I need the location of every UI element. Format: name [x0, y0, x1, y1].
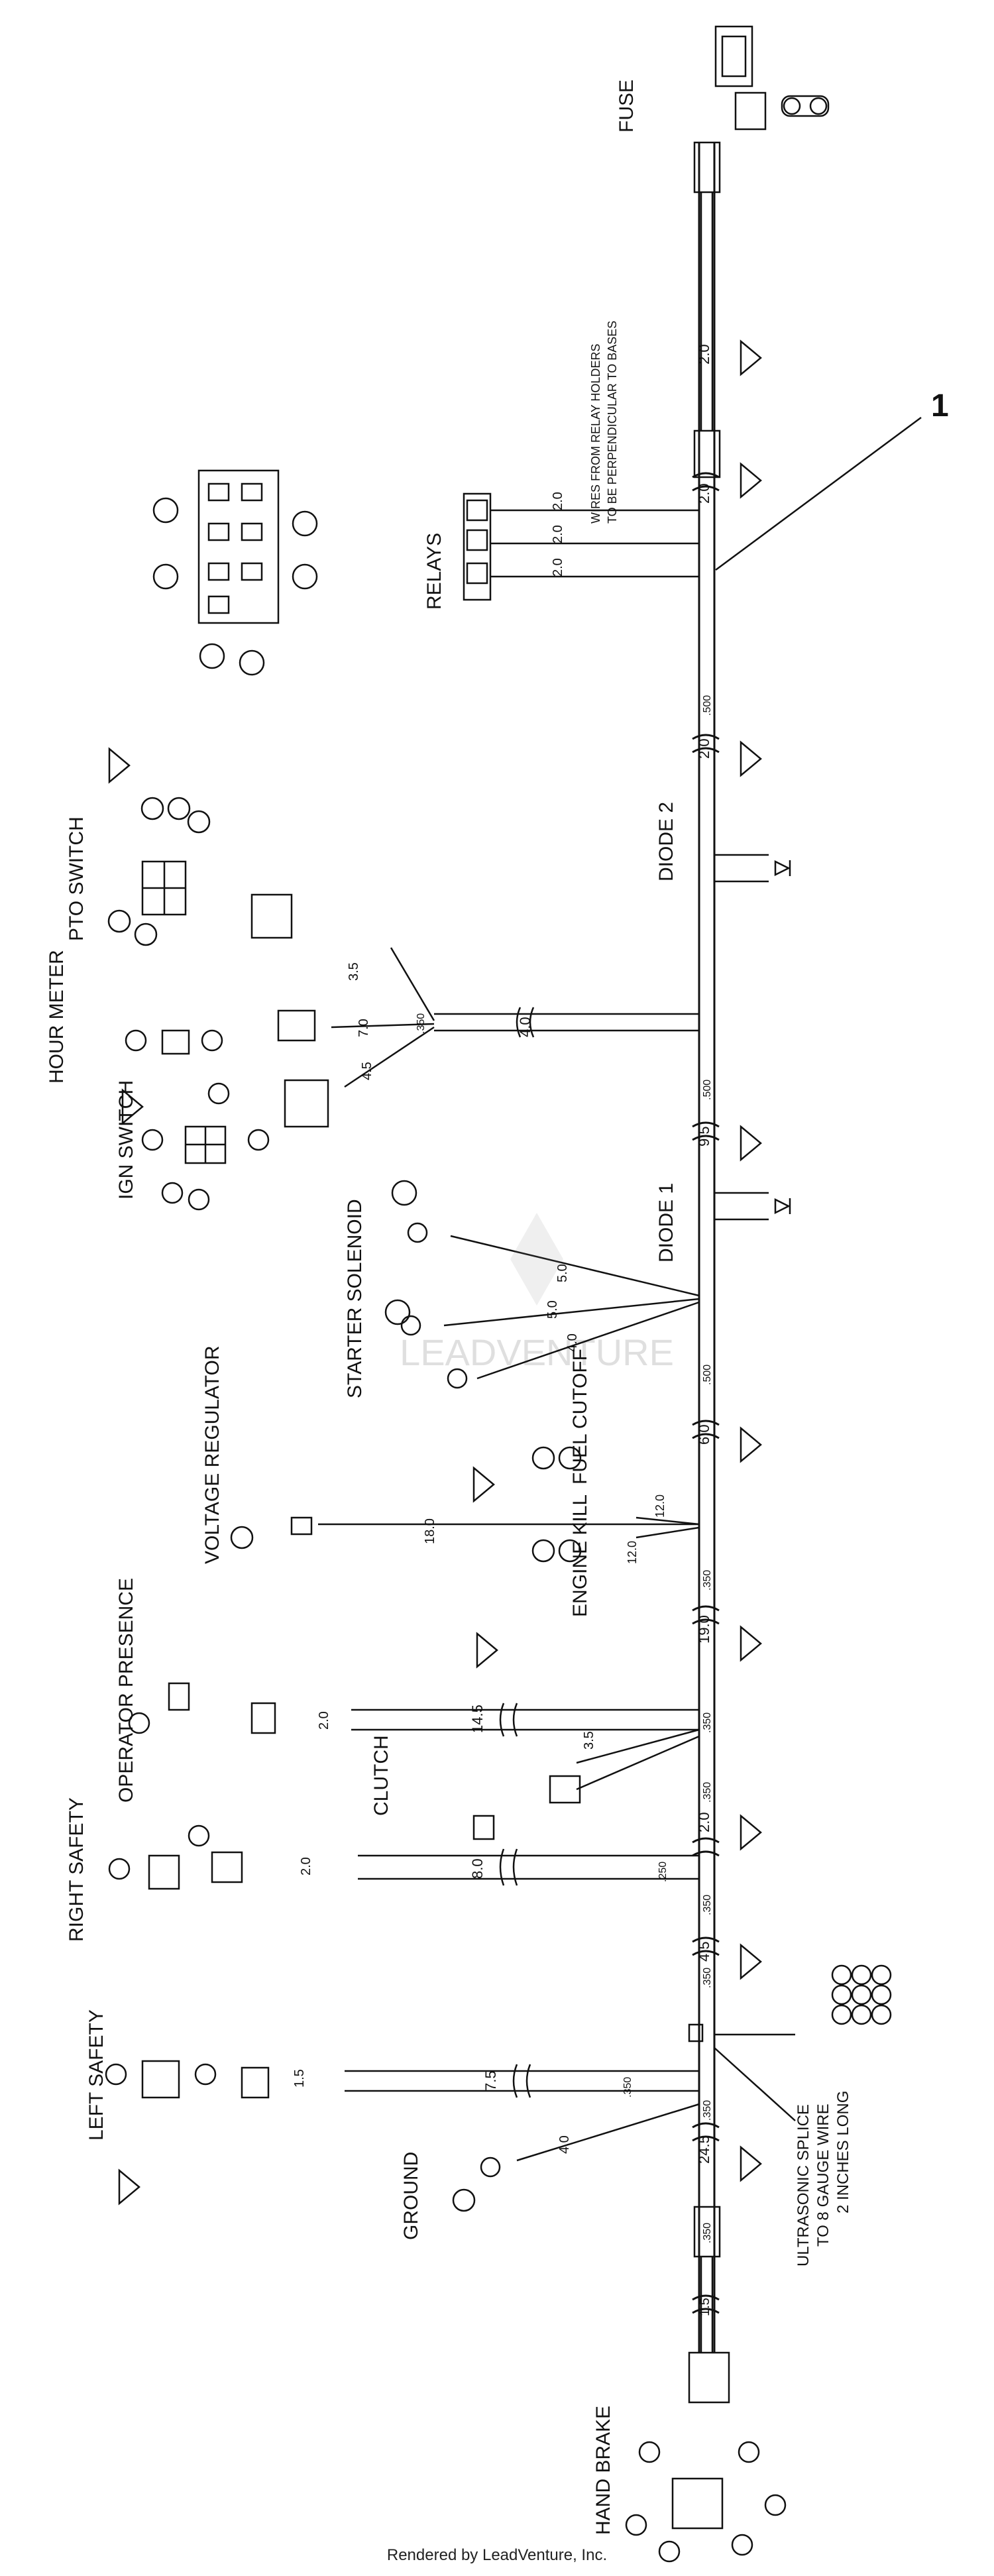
clutch-label: CLUTCH	[370, 1735, 392, 1816]
starter-solenoid-wires	[384, 1180, 700, 1389]
ground-label: GROUND	[400, 2152, 422, 2240]
starter-solenoid-label: STARTER SOLENOID	[344, 1199, 366, 1398]
ground-length: 4.0	[557, 2135, 572, 2154]
callout-leader	[715, 416, 922, 571]
relay-wire-note-1: WIRES FROM RELAY HOLDERS	[589, 344, 602, 524]
fuse-length-b: 2.0	[696, 483, 712, 504]
cover-size-3: .500	[702, 1080, 713, 1100]
main-harness-trunk	[692, 142, 720, 2353]
hour-branch-wires	[250, 893, 699, 1128]
fuel-length-a: 12.0	[653, 1494, 667, 1518]
callout-number: 1	[931, 388, 949, 423]
left-main-length: 7.5	[482, 2070, 499, 2091]
right-main-length: 8.0	[469, 1858, 486, 1879]
diode-2-assembly	[714, 854, 791, 883]
hour-meter-label: HOUR METER	[46, 950, 68, 1084]
cover-size-1: .500	[702, 695, 713, 716]
hour-main-length: 4.0	[517, 1017, 533, 1037]
cover-size-8: .250	[657, 1862, 669, 1882]
ground-wire	[452, 2103, 700, 2212]
render-credit: Rendered by LeadVenture, Inc.	[386, 2546, 608, 2564]
pto-switch-label: PTO SWITCH	[66, 816, 87, 941]
starter-length-c: 4.0	[565, 1333, 580, 1352]
right-length-a: 2.0	[299, 1857, 313, 1876]
splice-note-1: ULTRASONIC SPLICE	[795, 2104, 812, 2267]
cover-size-6: .350	[702, 1712, 713, 1733]
hour-meter-connector	[125, 1029, 223, 1055]
segment-length-op: 19.0	[696, 1615, 712, 1644]
clutch-wires	[472, 1728, 700, 1840]
hour-length-b: 7.0	[357, 1019, 371, 1037]
fuse-length-a: 2.0	[696, 344, 712, 364]
relay-length-2: 2.0	[551, 525, 565, 543]
hand-brake-assembly	[625, 2206, 787, 2563]
left-length-a: 1.5	[292, 2069, 307, 2088]
cover-size-4: .500	[702, 1365, 713, 1385]
engine-kill-label: ENGINE KILL	[569, 1494, 591, 1617]
fuse-label: FUSE	[616, 80, 637, 133]
fuel-engine-volt-wires	[230, 1446, 700, 1563]
right-safety-label: RIGHT SAFETY	[66, 1797, 87, 1942]
cover-size-13: .350	[702, 1968, 713, 1988]
left-safety-label: LEFT SAFETY	[85, 2009, 107, 2141]
relay-block	[463, 492, 699, 601]
left-safety-wires	[105, 2060, 699, 2099]
cover-size-5: .350	[702, 1570, 713, 1591]
segment-length-brake: 24.5	[696, 2135, 712, 2164]
diode-1-label: DIODE 1	[655, 1183, 677, 1262]
note-triangles	[108, 339, 762, 2206]
relay-wire-note-2: TO BE PERPENDICULAR TO BASES	[606, 321, 619, 524]
voltage-regulator-label: VOLTAGE REGULATOR	[201, 1345, 223, 1564]
relays-label: RELAYS	[423, 533, 445, 610]
diode-1-assembly	[714, 1192, 791, 1221]
splice-note-2: TO 8 GAUGE WIRE	[814, 2103, 832, 2247]
ign-switch-connector	[141, 1082, 270, 1211]
segment-length-fuel: 6.0	[696, 1424, 712, 1445]
brake-length: 1.5	[698, 2298, 712, 2316]
pto-switch-connector	[107, 797, 211, 946]
diode-2-label: DIODE 2	[655, 802, 677, 881]
splice-note-3: 2 INCHES LONG	[834, 2091, 852, 2213]
hour-length-a: 3.5	[347, 962, 361, 981]
cover-size-11: .350	[702, 2100, 713, 2121]
op-main-length: 14.5	[469, 1705, 486, 1733]
cover-size-2: .350	[415, 1013, 427, 1034]
volt-length: 18.0	[423, 1518, 437, 1544]
fuel-cutoff-label: FUEL CUTOFF	[569, 1349, 591, 1484]
fuse-assembly	[693, 25, 830, 478]
relay-length-3: 2.0	[551, 558, 565, 577]
relay-connector-view	[152, 469, 318, 676]
right-safety-wires	[108, 1824, 699, 1890]
hour-length-c: 4.5	[360, 1062, 374, 1080]
segment-length-right: 2.0	[696, 1812, 712, 1832]
starter-length-a: 5.0	[555, 1264, 570, 1282]
segment-length-left: 4.5	[696, 1941, 712, 1962]
clutch-length: 3.5	[582, 1731, 596, 1750]
cover-size-12: .350	[702, 2223, 713, 2243]
ultrasonic-splice	[688, 1964, 892, 2121]
hand-brake-label: HAND BRAKE	[592, 2406, 614, 2535]
segment-length-diode1: 9.5	[696, 1126, 712, 1147]
cover-size-10: .350	[622, 2077, 634, 2098]
cover-size-9: .350	[702, 1895, 713, 1915]
starter-length-b: 5.0	[545, 1300, 560, 1319]
segment-length-relay: 2.0	[696, 738, 712, 759]
op-length-a: 2.0	[317, 1711, 331, 1730]
relay-length-1: 2.0	[551, 492, 565, 510]
fuel-length-b: 12.0	[626, 1541, 639, 1564]
operator-presence-label: OPERATOR PRESENCE	[115, 1578, 137, 1803]
operator-presence-wires	[128, 1682, 699, 1737]
cover-size-7: .350	[702, 1782, 713, 1803]
ign-switch-label: IGN SWITCH	[115, 1080, 137, 1200]
